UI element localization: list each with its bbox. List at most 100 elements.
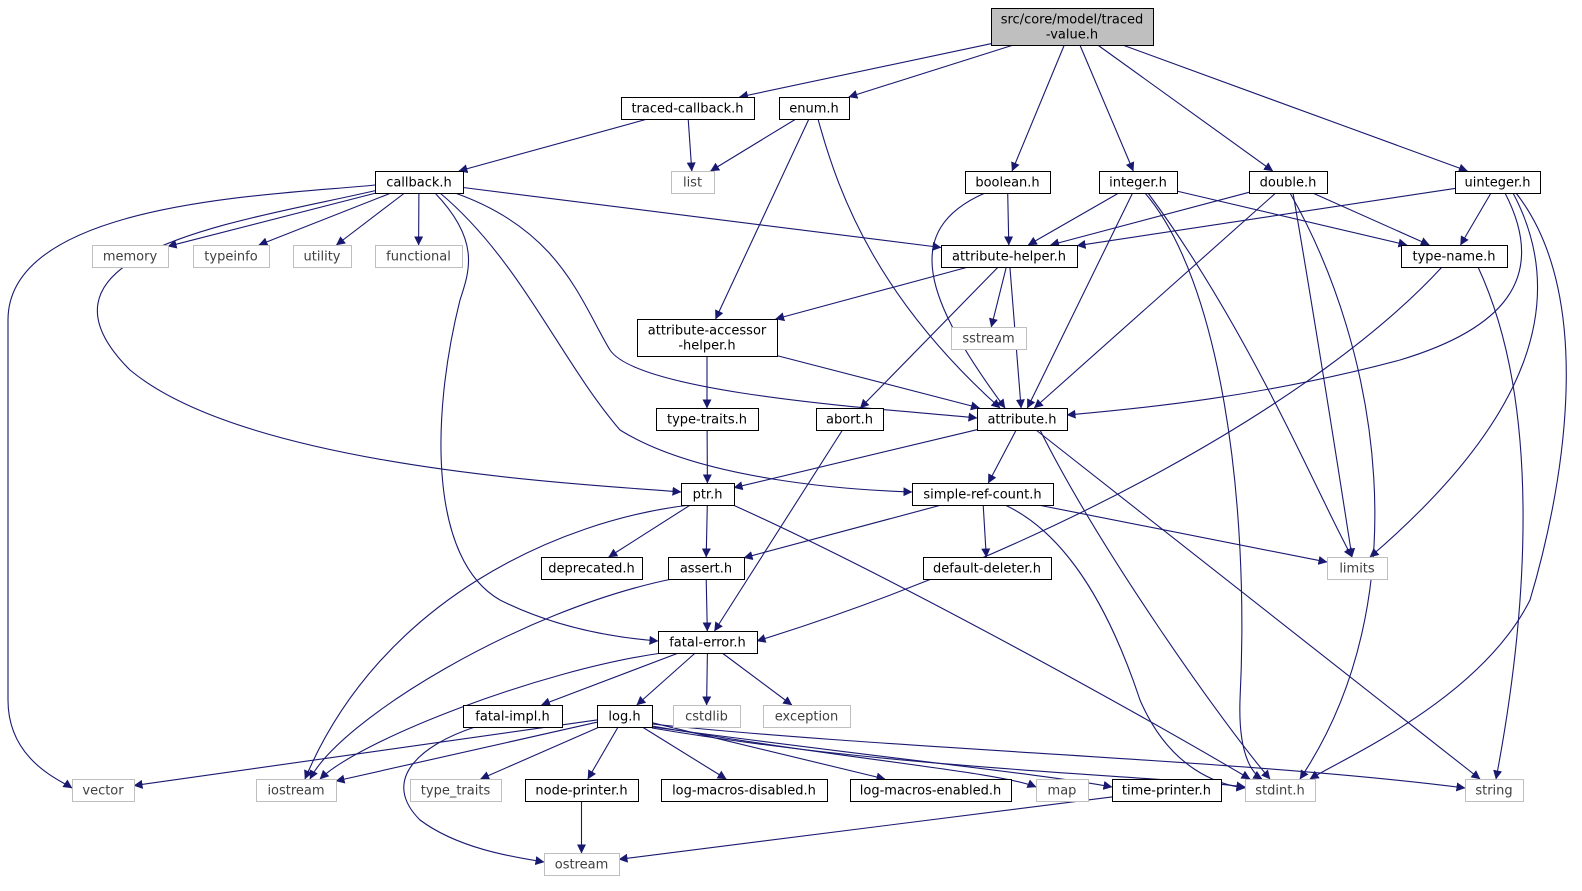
node-box: [951, 327, 1027, 350]
edge-abort-to-fatal-error: [714, 429, 843, 632]
node-type-name[interactable]: type-name.h: [1401, 245, 1508, 268]
node-box: [1401, 245, 1508, 268]
edge-log-to-log-macros-disabled: [642, 726, 727, 780]
node-box: [656, 408, 759, 431]
node-fatal-impl[interactable]: fatal-impl.h: [463, 705, 563, 728]
node-label: src/core/model/traced: [1001, 13, 1144, 28]
node-box: [779, 97, 850, 120]
edge-root-to-traced-callback: [738, 43, 992, 100]
node-box: [681, 483, 735, 506]
node-double[interactable]: double.h: [1249, 171, 1328, 194]
node-label: boolean.h: [975, 176, 1039, 191]
node-label: abort.h: [826, 413, 873, 428]
edge-assert-to-iostream: [309, 578, 673, 780]
node-string: string: [1465, 779, 1524, 802]
node-deprecated[interactable]: deprecated.h: [541, 557, 643, 580]
node-label: enum.h: [789, 102, 839, 117]
edge-callback-to-utility: [336, 192, 405, 246]
edge-ptr-to-assert: [701, 504, 711, 558]
edge-simple-ref-count-to-limits: [1038, 504, 1328, 565]
node-label: type_traits: [421, 784, 491, 799]
node-attribute-helper[interactable]: attribute-helper.h: [941, 245, 1078, 268]
node-boolean[interactable]: boolean.h: [965, 171, 1051, 194]
edge-callback-to-attribute-helper: [462, 186, 942, 251]
edge-enum-to-attribute-accessor-helper: [715, 118, 810, 320]
node-callback[interactable]: callback.h: [375, 171, 464, 194]
node-assert[interactable]: assert.h: [668, 557, 745, 580]
node-label: time-printer.h: [1122, 784, 1211, 799]
node-node-printer[interactable]: node-printer.h: [525, 779, 639, 802]
node-label: ptr.h: [693, 488, 723, 503]
node-list: list: [671, 171, 715, 194]
node-box: [410, 779, 502, 802]
node-integer[interactable]: integer.h: [1099, 171, 1178, 194]
edge-fatal-error-to-log: [636, 652, 696, 706]
node-box: [621, 97, 755, 120]
node-label: default-deleter.h: [933, 562, 1041, 577]
node-traced-callback[interactable]: traced-callback.h: [621, 97, 755, 120]
node-log-macros-disabled[interactable]: log-macros-disabled.h: [661, 779, 828, 802]
node-box: [991, 8, 1154, 46]
node-iostream: iostream: [256, 779, 337, 802]
node-type-traits-h[interactable]: type-traits.h: [656, 408, 759, 431]
node-sstream: sstream: [951, 327, 1027, 350]
edge-log-to-node-printer: [587, 726, 619, 780]
node-time-printer[interactable]: time-printer.h: [1112, 779, 1222, 802]
node-box: [1249, 171, 1328, 194]
node-label: -value.h: [1046, 28, 1098, 43]
edge-callback-to-simple-ref-count: [439, 192, 913, 497]
node-ptr[interactable]: ptr.h: [681, 483, 735, 506]
node-cstdlib: cstdlib: [673, 705, 741, 728]
node-box: [965, 171, 1051, 194]
node-label: node-printer.h: [535, 784, 627, 799]
edge-time-printer-to-ostream: [618, 796, 1113, 863]
node-root[interactable]: src/core/model/traced-value.h: [991, 8, 1154, 46]
node-box: [661, 779, 828, 802]
edge-fatal-error-to-cstdlib: [702, 652, 712, 706]
edge-fatal-error-to-iostream: [319, 652, 663, 780]
node-log[interactable]: log.h: [597, 705, 653, 728]
node-box: [816, 408, 884, 431]
edge-ptr-to-stdint: [732, 504, 1251, 780]
node-label: limits: [1339, 562, 1375, 577]
edge-simple-ref-count-to-default-deleter: [981, 504, 991, 558]
edge-log-to-iostream: [335, 721, 598, 784]
edge-enum-to-attribute: [817, 118, 1001, 409]
node-label: utility: [304, 250, 341, 265]
node-label: iostream: [267, 784, 324, 799]
node-label: functional: [386, 250, 451, 265]
edge-root-to-boolean: [1011, 44, 1065, 172]
node-attribute-accessor-helper[interactable]: attribute-accessor-helper.h: [637, 319, 778, 357]
edge-attribute-to-string: [1035, 429, 1481, 780]
node-box: [525, 779, 639, 802]
node-log-macros-enabled[interactable]: log-macros-enabled.h: [850, 779, 1012, 802]
node-label: deprecated.h: [548, 562, 634, 577]
node-simple-ref-count[interactable]: simple-ref-count.h: [912, 483, 1054, 506]
node-box: [293, 245, 352, 268]
node-uinteger[interactable]: uinteger.h: [1455, 171, 1541, 194]
edge-log-to-map: [651, 725, 1037, 788]
node-box: [1036, 779, 1089, 802]
edge-uinteger-to-stdint: [1309, 192, 1567, 780]
node-box: [92, 245, 169, 268]
nodes-layer: src/core/model/traced-value.h traced-call…: [72, 8, 1541, 876]
node-box: [763, 705, 851, 728]
edge-attribute-helper-to-abort: [859, 266, 999, 409]
node-fatal-error[interactable]: fatal-error.h: [658, 631, 758, 654]
edge-attribute-accessor-helper-to-attribute: [776, 355, 980, 411]
node-box: [1112, 779, 1222, 802]
edge-integer-to-attribute-helper: [1027, 192, 1120, 246]
node-abort[interactable]: abort.h: [816, 408, 884, 431]
edge-integer-to-type-name: [1176, 190, 1408, 248]
node-type-traits: type_traits: [410, 779, 502, 802]
node-default-deleter[interactable]: default-deleter.h: [923, 557, 1052, 580]
node-attribute[interactable]: attribute.h: [977, 408, 1068, 431]
node-box: [193, 245, 270, 268]
edge-callback-to-attribute: [454, 192, 978, 422]
node-enum[interactable]: enum.h: [779, 97, 850, 120]
node-box: [673, 705, 741, 728]
node-box: [658, 631, 758, 654]
node-box: [1465, 779, 1524, 802]
edge-callback-to-typeinfo: [258, 192, 392, 247]
edge-uinteger-to-attribute-helper: [1076, 187, 1456, 249]
